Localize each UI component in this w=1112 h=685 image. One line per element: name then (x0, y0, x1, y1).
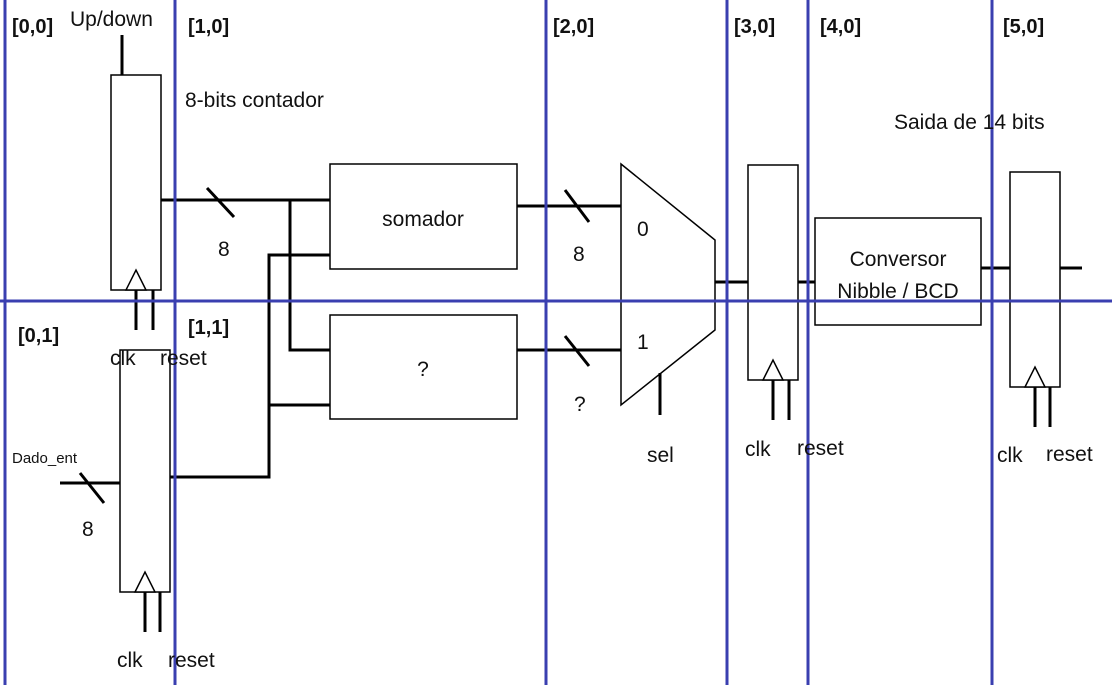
adder-block (329, 163, 518, 270)
coord-2-0: [2,0] (553, 16, 594, 38)
mux-input-1: 1 (637, 331, 649, 354)
counter-to-unknown-wire (288, 200, 330, 352)
dado-ent-label: Dado_ent (12, 450, 78, 467)
coord-1-1: [1,1] (188, 317, 229, 339)
pipeline-register-3 (747, 164, 799, 381)
cell-coordinates: [0,0] [1,0] [2,0] [3,0] [4,0] [5,0] [0,1… (12, 16, 1044, 347)
width-unknown-out: ? (574, 393, 586, 416)
counter-title: 8-bits contador (185, 89, 324, 112)
coord-0-1: [0,1] (18, 325, 59, 347)
width-adder-out: 8 (573, 243, 585, 266)
coord-5-0: [5,0] (1003, 16, 1044, 38)
unknown-block (329, 314, 518, 420)
multiplexer (620, 162, 716, 407)
reg5-clk-label: clk (997, 444, 1023, 467)
counter-register (110, 74, 162, 291)
counter-clk-label: clk (110, 347, 136, 370)
width-data-in: 8 (82, 518, 94, 541)
adder-label: somador (382, 208, 464, 231)
coord-3-0: [3,0] (734, 16, 775, 38)
reg3-clk-label: clk (745, 438, 771, 461)
bus-slash-adder-out (563, 189, 591, 223)
reg5-reset-label: reset (1046, 443, 1093, 466)
coord-4-0: [4,0] (820, 16, 861, 38)
converter-label-line1: Conversor (850, 248, 947, 271)
width-counter-out: 8 (218, 238, 230, 261)
mux-input-0: 0 (637, 218, 649, 241)
unknown-block-label: ? (417, 358, 429, 381)
reg3-reset-label: reset (797, 437, 844, 460)
output-title: Saida de 14 bits (894, 111, 1045, 134)
bus-slash-counter (205, 186, 236, 219)
sel-label: sel (647, 444, 674, 467)
counter-reset-label: reset (160, 347, 207, 370)
output-register (1009, 171, 1061, 388)
coord-1-0: [1,0] (188, 16, 229, 38)
data-reg-clk-label: clk (117, 649, 143, 672)
wires (60, 35, 1082, 632)
converter-block (814, 217, 982, 326)
data-to-blocks-wire (170, 253, 330, 479)
coord-0-0: [0,0] (12, 16, 53, 38)
bus-slash-unknown-out (563, 335, 591, 367)
bus-slash-data-in (78, 472, 106, 504)
up-down-label: Up/down (70, 8, 153, 31)
data-reg-reset-label: reset (168, 649, 215, 672)
converter-label-line2: Nibble / BCD (837, 280, 958, 303)
data-input-register (119, 349, 171, 593)
